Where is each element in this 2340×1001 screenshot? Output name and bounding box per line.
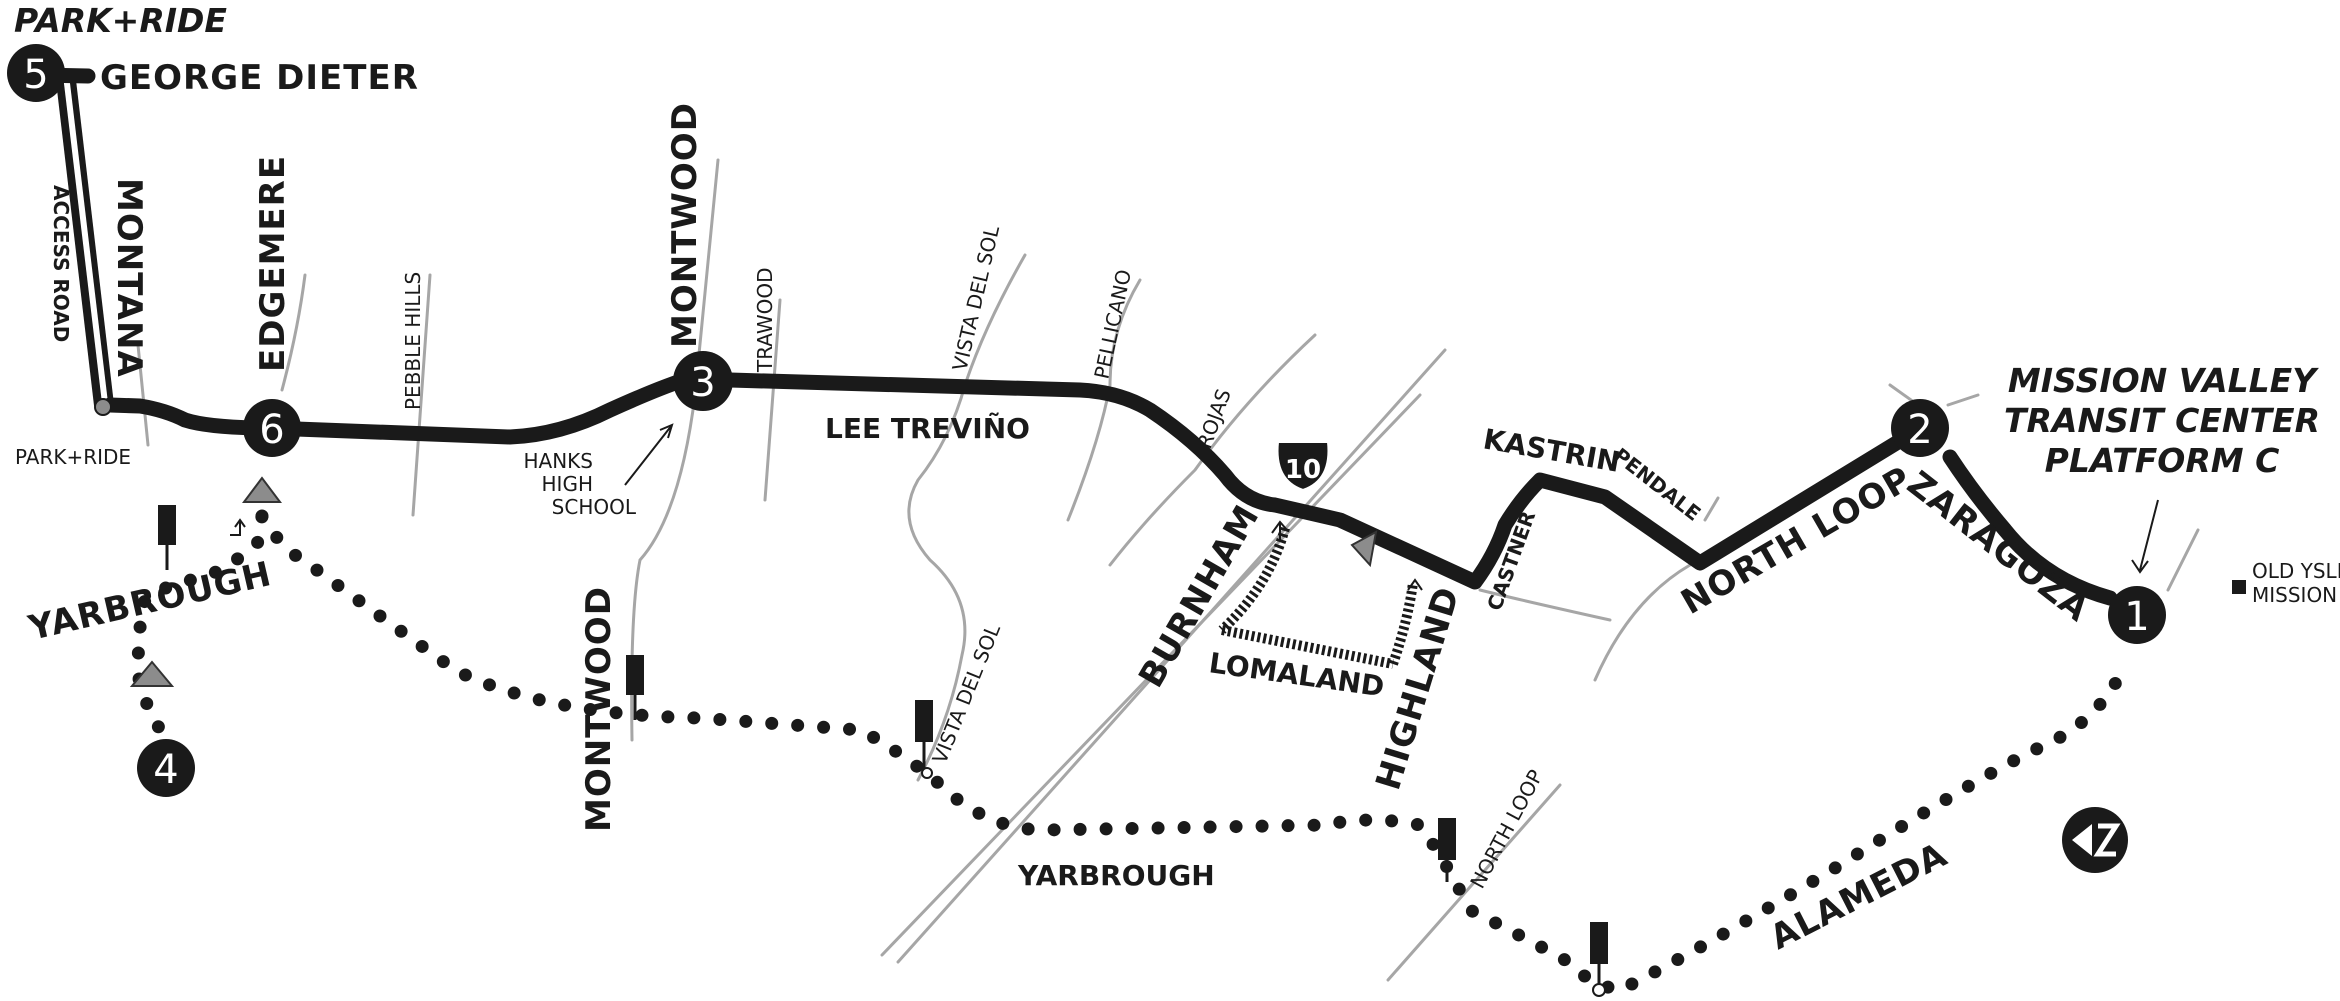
bus-stop-sign-icon <box>158 505 176 570</box>
direction-arrow-icon <box>1350 530 1378 568</box>
svg-text:1: 1 <box>2124 594 2149 640</box>
street-label-edgemere: EDGEMERE <box>253 155 293 372</box>
old-ysleta-label-line1: OLD YSLETA <box>2252 559 2340 583</box>
map-labels: PARK+RIDE GEORGE DIETER ACCESS ROAD MONT… <box>14 1 2340 958</box>
street-label-lee-trevino: LEE TREVIÑO <box>825 411 1030 445</box>
street-label-pellicano: PELLICANO <box>1089 267 1136 381</box>
dotted-yarbrough-west <box>131 509 269 757</box>
street-label-vista-del-sol-upper: VISTA DEL SOL <box>947 223 1004 374</box>
interstate-number: 10 <box>1285 455 1321 485</box>
street-access-road <box>136 343 150 447</box>
stop-marker-6: 6 <box>243 399 301 457</box>
highland-arrow-icon <box>1407 578 1423 591</box>
stop-marker-3: 3 <box>673 351 733 411</box>
stop-marker-1: 1 <box>2108 586 2166 644</box>
main-route <box>32 67 2118 606</box>
park-ride-title: PARK+RIDE <box>14 1 227 40</box>
street-label-zaragoza: ZARAGOZA <box>1899 464 2096 631</box>
street-vista-del-sol <box>907 253 1027 782</box>
hanks-label-line1: HANKS <box>524 449 594 473</box>
old-ysleta-label-line2: MISSION <box>2252 583 2337 607</box>
street-label-montwood-lower: MONTWOOD <box>579 586 619 832</box>
transit-center-pointer-arrow-icon <box>2131 499 2159 574</box>
stop-marker-5: 5 <box>7 44 65 102</box>
street-label-north-loop-lower: NORTH LOOP <box>1465 766 1548 893</box>
street-pellicano <box>1066 278 1142 522</box>
burnham-arrow-icon <box>1271 520 1288 540</box>
north-arrow-icon <box>2062 807 2128 873</box>
stop-marker-2: 2 <box>1891 399 1949 457</box>
route-zaragoza <box>1942 449 2118 606</box>
street-label-yarbrough-west: YARBROUGH <box>24 554 275 649</box>
street-north-loop <box>1593 563 1692 682</box>
transit-center-label-line1: MISSION VALLEY <box>2008 361 2319 400</box>
hanks-label-line2: HIGH <box>542 472 593 496</box>
street-pebble-hills <box>411 273 432 517</box>
street-label-trawood: TRAWOOD <box>753 267 777 373</box>
street-label-montwood-upper: MONTWOOD <box>665 102 705 348</box>
dotted-yarbrough-mid <box>255 509 2132 997</box>
burnham-hatched <box>1218 526 1290 634</box>
park-ride-label: PARK+RIDE <box>15 445 131 469</box>
street-label-pebble-hills: PEBBLE HILLS <box>401 272 425 410</box>
svg-text:2: 2 <box>1907 407 1932 453</box>
street-label-montana: MONTANA <box>109 178 149 378</box>
interstate-shield-icon: 10 <box>1276 441 1330 492</box>
svg-text:5: 5 <box>23 52 48 98</box>
transit-center-label-line3: PLATFORM C <box>2045 441 2280 480</box>
bus-stops <box>158 505 2246 997</box>
street-rojas <box>1108 333 1317 567</box>
street-ne-2b <box>1946 393 1980 407</box>
direction-arrow-icon <box>242 476 282 503</box>
street-label-kastrin: KASTRIN <box>1481 422 1623 478</box>
route-west-segment <box>102 375 683 445</box>
svg-text:6: 6 <box>259 407 284 453</box>
street-ysleta <box>2166 528 2200 592</box>
highland-hatched <box>1388 582 1418 666</box>
street-network <box>136 158 2200 982</box>
interstate-10-left <box>880 393 1422 957</box>
svg-text:3: 3 <box>690 360 715 406</box>
alternate-dotted-route <box>131 509 2132 997</box>
street-pendale-ext <box>1703 496 1720 522</box>
street-label-vista-del-sol-lower: VISTA DEL SOL <box>927 620 1005 767</box>
numbered-stops: 1 2 3 4 5 6 <box>7 44 2166 797</box>
street-label-access-road: ACCESS ROAD <box>49 185 73 342</box>
bus-stop-sign-icon <box>1590 922 1608 997</box>
bus-stop-sign-icon <box>915 700 933 779</box>
route-lee-trevino <box>722 372 1906 590</box>
street-castner-lower <box>1478 588 1612 622</box>
street-label-yarbrough-mid: YARBROUGH <box>1017 859 1215 892</box>
street-label-rojas: ROJAS <box>1192 386 1236 452</box>
old-ysleta-mission-marker <box>2232 580 2246 594</box>
one-way-loop <box>1218 520 1423 669</box>
interstate-10-right <box>896 348 1447 964</box>
street-trawood <box>763 298 782 502</box>
hanks-pointer-arrow-icon <box>624 423 674 486</box>
turn-arrow-icon <box>230 518 246 536</box>
bus-stop-sign-icon <box>1438 818 1456 882</box>
street-label-north-loop: NORTH LOOP <box>1675 459 1919 623</box>
transit-center-label-line2: TRANSIT CENTER <box>2004 401 2320 440</box>
street-edgemere <box>280 273 307 392</box>
svg-text:4: 4 <box>153 747 178 793</box>
stop-marker-4: 4 <box>137 739 195 797</box>
street-label-george-dieter: GEORGE DIETER <box>100 58 419 98</box>
montana-double-line-gap <box>63 74 108 404</box>
bus-stop-sign-icon <box>626 655 644 720</box>
direction-arrow-icon <box>129 660 175 687</box>
lomaland-hatched <box>1221 625 1394 669</box>
park-ride-marker <box>94 398 112 416</box>
street-north-loop-lower <box>1386 783 1562 982</box>
hanks-label-line3: SCHOOL <box>552 495 637 519</box>
